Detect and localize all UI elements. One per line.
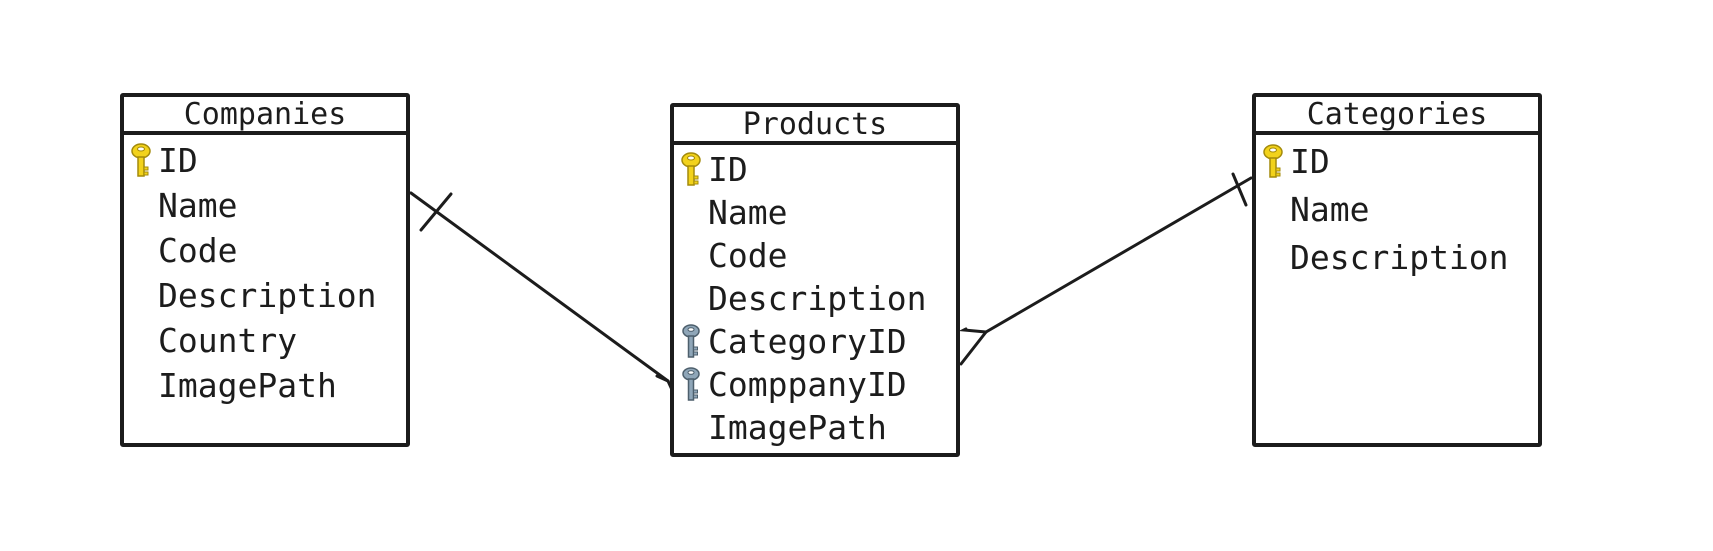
field-name: CategoryID bbox=[708, 322, 907, 361]
gold-key-icon bbox=[1263, 144, 1283, 178]
field-row: Name bbox=[124, 183, 406, 228]
entity-title: Companies bbox=[124, 97, 406, 135]
field-name: ID bbox=[158, 141, 198, 180]
field-name: ComppanyID bbox=[708, 365, 907, 404]
field-name: ImagePath bbox=[708, 408, 887, 447]
field-row: CategoryID bbox=[674, 320, 956, 363]
relationship-companies-products bbox=[409, 191, 680, 405]
entity-title: Categories bbox=[1256, 97, 1538, 135]
gold-key-icon bbox=[681, 151, 701, 186]
field-row: Description bbox=[124, 273, 406, 318]
field-row: ImagePath bbox=[674, 406, 956, 449]
field-name: Name bbox=[158, 186, 238, 225]
field-name: ImagePath bbox=[158, 366, 337, 405]
field-row: ID bbox=[124, 138, 406, 183]
relationship-line bbox=[409, 191, 670, 383]
crowfoot-prong bbox=[655, 374, 670, 383]
relationship-line bbox=[984, 176, 1253, 334]
entity-products: Products ID Name Code Description bbox=[670, 103, 960, 457]
entity-categories: Categories ID Name Description bbox=[1252, 93, 1542, 447]
field-row: ComppanyID bbox=[674, 363, 956, 406]
field-name: ID bbox=[708, 150, 748, 189]
entity-title: Products bbox=[674, 107, 956, 145]
field-row: ID bbox=[674, 148, 956, 191]
field-row: Name bbox=[674, 191, 956, 234]
field-name: Country bbox=[158, 321, 298, 360]
field-row: Code bbox=[674, 234, 956, 277]
one-cardinality-bar bbox=[1231, 172, 1248, 207]
entity-fields: ID Name Code Description CategoryID bbox=[674, 145, 956, 449]
field-row: Name bbox=[1256, 186, 1538, 234]
field-row: Description bbox=[674, 277, 956, 320]
crowfoot-prong bbox=[958, 327, 988, 334]
field-row: Description bbox=[1256, 234, 1538, 282]
field-row: ID bbox=[1256, 138, 1538, 186]
one-cardinality-bar bbox=[419, 192, 453, 232]
field-name: Code bbox=[708, 236, 788, 275]
field-row: Code bbox=[124, 228, 406, 273]
field-row: ImagePath bbox=[124, 363, 406, 408]
silver-key-icon bbox=[682, 323, 700, 358]
field-name: Name bbox=[1290, 190, 1370, 229]
field-name: Description bbox=[158, 276, 377, 315]
gold-key-icon bbox=[131, 142, 151, 177]
silver-key-icon bbox=[682, 366, 700, 401]
entity-companies: Companies ID Name Code Description bbox=[120, 93, 410, 447]
entity-fields: ID Name Description bbox=[1256, 135, 1538, 282]
field-row: Country bbox=[124, 318, 406, 363]
field-name: Description bbox=[708, 279, 927, 318]
entity-fields: ID Name Code Description Country ImagePa… bbox=[124, 135, 406, 408]
crowfoot-prong bbox=[959, 330, 988, 366]
field-name: Description bbox=[1290, 238, 1509, 277]
relationship-categories-products bbox=[958, 172, 1253, 366]
field-name: Code bbox=[158, 231, 238, 270]
field-name: Name bbox=[708, 193, 788, 232]
field-name: ID bbox=[1290, 142, 1330, 181]
